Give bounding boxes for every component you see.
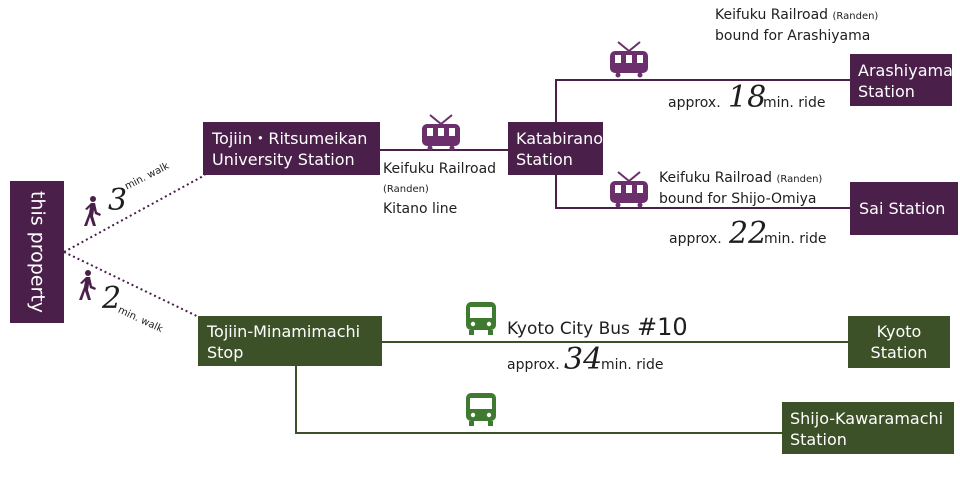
bus-icon [466,393,496,426]
station-name-line2: University Station [212,150,355,169]
station-name-line1: Tojiin-Minamimachi [207,322,361,341]
arashiyama-bound: bound for Arashiyama [715,28,871,44]
stop-tojiin-minamimachi: Tojiin-Minamimachi Stop [198,316,382,366]
station-name-line2: Stop [207,343,244,362]
tram-icon [609,41,649,79]
station-shijo-kawaramachi: Shijo-Kawaramachi Station [782,402,954,454]
railroad-sub: (Randen) [776,174,823,185]
property-box: this property [10,181,64,323]
walk-line-lower [63,251,206,321]
kitano-line-label: Kitano line [383,201,458,217]
station-name-line2: Station [516,150,573,169]
railroad-sub: (Randen) [832,11,879,22]
arashiyama-minutes: 18 [728,80,767,115]
station-kyoto: Kyoto Station [848,316,950,368]
railroad-name: Keifuku Railroad [715,7,829,23]
shijo-omiya-line [555,175,850,209]
bus10-name: Kyoto City Bus [507,319,630,339]
tram-icon [609,171,649,209]
shijo-omiya-line-name: Keifuku Railroad (Randen) [659,169,822,189]
railroad-name: Keifuku Railroad [659,170,773,186]
shijo-omiya-bound: bound for Shijo-Omiya [659,191,817,207]
walk-minutes-upper: 3 [108,183,128,218]
arashiyama-line-name: Keifuku Railroad (Randen) [715,6,878,26]
kitano-line-name: Keifuku Railroad [383,161,497,177]
shijo-omiya-minutes: 22 [729,216,768,251]
arashiyama-approx: approx. [668,95,721,111]
tram-icon [421,114,461,152]
bus10-minutes: 34 [564,342,603,377]
station-sai: Sai Station [850,182,958,235]
station-name-line1: Tojiin・Ritsumeikan [212,129,368,148]
walk-minutes-lower: 2 [102,281,122,316]
bus10-unit: min. ride [601,357,664,373]
kitano-line-sub: (Randen) [383,184,429,195]
arashiyama-line [555,79,850,125]
station-arashiyama: Arashiyama Station [850,54,953,106]
station-name-line2: Station [858,82,915,101]
pedestrian-icon [79,270,96,300]
bus10-approx: approx. [507,357,560,373]
station-name-line1: Shijo-Kawaramachi [790,409,944,428]
pedestrian-icon [84,196,101,226]
station-tojiin-ritsumeikan: Tojiin・Ritsumeikan University Station [203,122,380,175]
shijo-omiya-unit: min. ride [764,231,827,247]
bus-icon [466,302,496,335]
station-name-line1: Arashiyama [858,61,953,80]
station-name-line2: Station [790,430,847,449]
station-name-line1: Sai Station [859,199,946,218]
station-name-line1: Kyoto [876,322,922,341]
shijo-omiya-approx: approx. [669,231,722,247]
station-name-line2: Station [870,343,928,362]
walk-line-upper [63,174,206,253]
bus10-number: #10 [637,313,688,341]
bus-shijo-line [295,366,782,434]
arashiyama-unit: min. ride [763,95,826,111]
